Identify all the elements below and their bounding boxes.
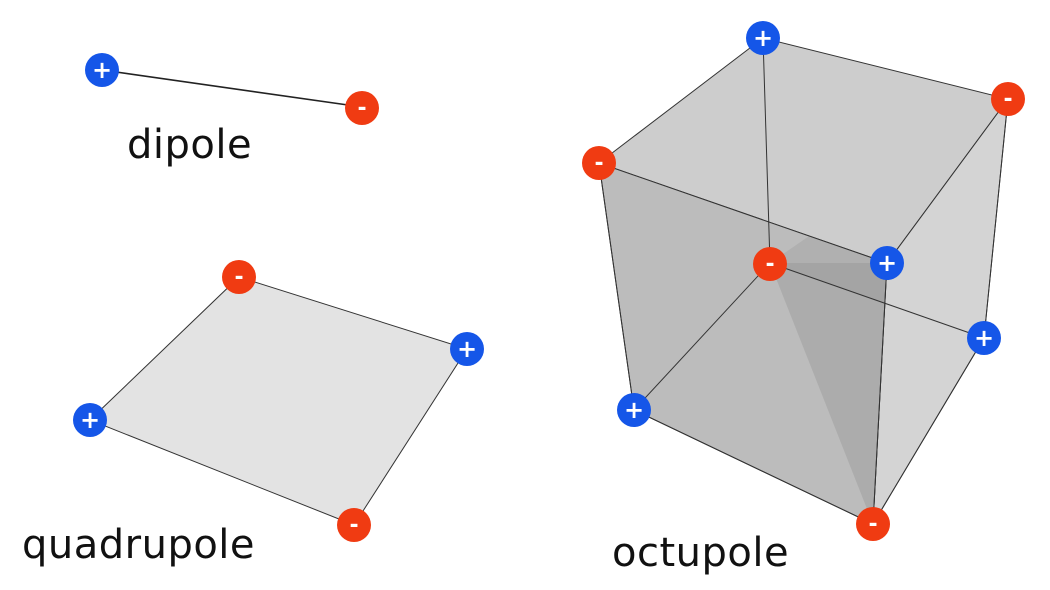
dipole-label: dipole — [127, 122, 253, 168]
negative-charge: - — [991, 82, 1025, 116]
charges: + - - + - + + - — [73, 21, 1025, 542]
cube-hidden-edge — [633, 262, 771, 411]
svg-text:-: - — [1003, 87, 1012, 112]
quadrupole-diagram — [89, 276, 468, 526]
cube-edge — [872, 262, 888, 525]
svg-text:-: - — [234, 265, 243, 290]
svg-text:+: + — [877, 249, 897, 277]
svg-text:+: + — [92, 56, 112, 84]
svg-text:-: - — [357, 96, 366, 121]
cube-hidden-edge — [769, 262, 985, 339]
positive-charge: + — [85, 53, 119, 87]
svg-text:-: - — [868, 512, 877, 537]
negative-charge: - — [582, 146, 616, 180]
svg-text:+: + — [624, 396, 644, 424]
cube-edge — [633, 409, 874, 525]
quadrupole-label: quadrupole — [22, 522, 256, 568]
negative-charge: - — [856, 507, 890, 541]
positive-charge: + — [746, 21, 780, 55]
octupole-label: octupole — [612, 530, 790, 576]
svg-text:-: - — [349, 513, 358, 538]
cube-hidden-edge — [762, 37, 771, 264]
dipole-bond — [101, 69, 363, 108]
cube-inner-shadow — [770, 263, 887, 524]
positive-charge: + — [450, 332, 484, 366]
cube-edge — [983, 98, 1009, 339]
positive-charge: + — [617, 393, 651, 427]
svg-text:+: + — [974, 324, 994, 352]
svg-text:-: - — [765, 252, 774, 277]
negative-charge: - — [753, 247, 787, 281]
svg-text:+: + — [80, 406, 100, 434]
quadrupole-face — [89, 276, 468, 526]
cube-edge — [598, 162, 635, 411]
positive-charge: + — [73, 403, 107, 437]
dipole-diagram — [101, 69, 363, 108]
negative-charge: - — [337, 508, 371, 542]
positive-charge: + — [967, 321, 1001, 355]
svg-text:+: + — [753, 24, 773, 52]
octupole-diagram — [597, 37, 1009, 525]
svg-text:+: + — [457, 335, 477, 363]
svg-text:-: - — [594, 151, 603, 176]
negative-charge: - — [345, 91, 379, 125]
positive-charge: + — [870, 246, 904, 280]
negative-charge: - — [222, 260, 256, 294]
cube-edge — [872, 337, 985, 525]
